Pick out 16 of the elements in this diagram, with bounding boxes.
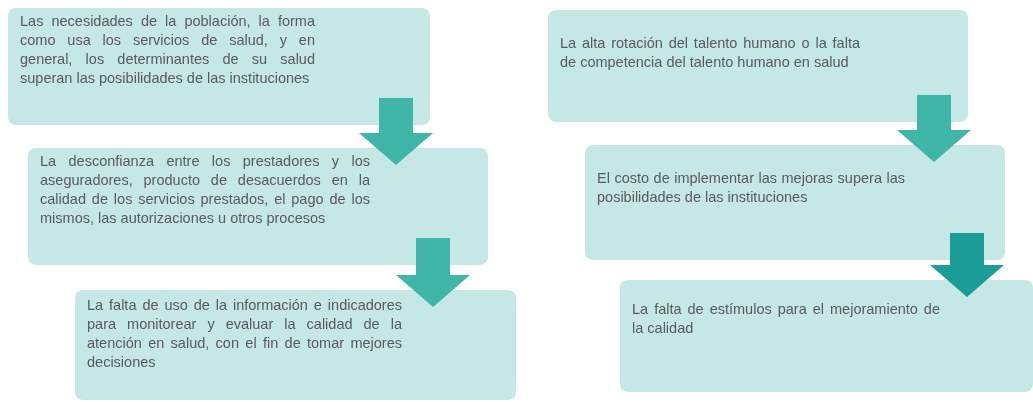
- down-arrow: [897, 95, 971, 162]
- down-arrow: [359, 98, 433, 165]
- process-box: [585, 145, 1005, 260]
- process-box: [8, 8, 430, 125]
- process-box: [75, 290, 516, 400]
- box-text: La falta de estímulos para el mejoramiento de la calidad: [632, 300, 940, 338]
- box-text: La falta de uso de la información e indicadores para monitorear y evaluar la calidad de la atención en salud, con el fin de tomar mejores decisiones: [87, 296, 402, 372]
- process-box: [548, 10, 968, 122]
- down-arrow: [930, 233, 1004, 297]
- box-text: El costo de implementar las mejoras supera las posibilidades de las instituciones: [597, 169, 905, 207]
- process-box: [28, 148, 488, 265]
- box-text: La desconfianza entre los prestadores y los aseguradores, producto de desacuerdos en la calidad de los servicios prestados, el pago de los mismos, las autorizaciones u otros procesos: [40, 152, 370, 228]
- process-box: [620, 280, 1033, 392]
- box-text: La alta rotación del talento humano o la falta de competencia del talento humano en salud: [560, 34, 860, 72]
- down-arrow: [396, 238, 470, 307]
- box-text: Las necesidades de la población, la forma como usa los servicios de salud, y en general, los determinantes de su salud superan las posibilidades de las instituciones: [20, 12, 315, 88]
